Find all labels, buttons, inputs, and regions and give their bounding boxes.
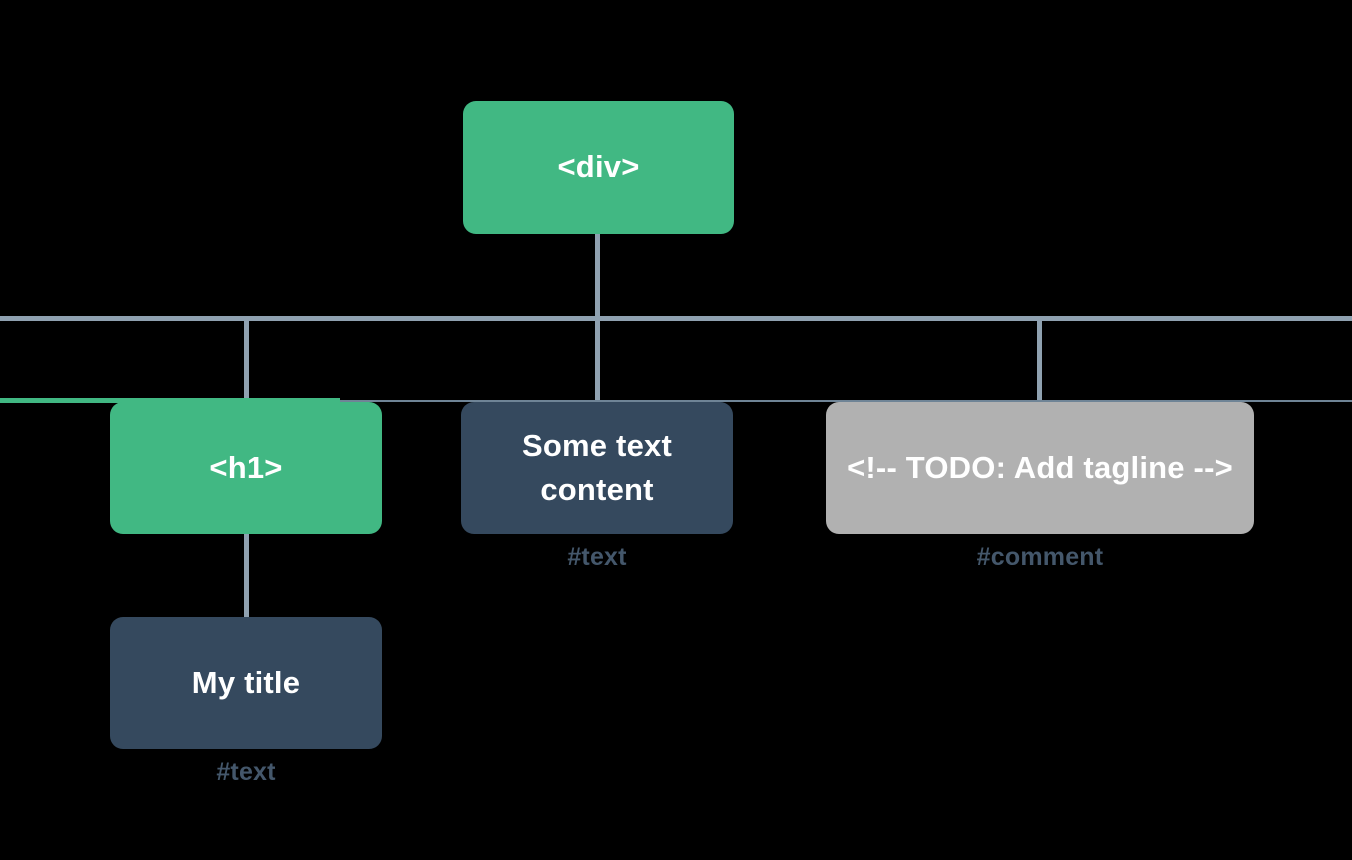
node-todo-comment-text: <!-- TODO: Add tagline -->: [847, 449, 1233, 485]
node-some-text[interactable]: Some text content: [461, 402, 733, 534]
node-some-text-text: Some text content: [522, 427, 672, 507]
edge-to-h1: [244, 316, 249, 406]
edge-child-row-rule: [0, 400, 1352, 402]
edge-to-comment: [1037, 316, 1042, 406]
node-my-title-text: My title: [191, 664, 301, 700]
node-root-div-text: <div>: [557, 149, 640, 185]
node-h1-text: <h1>: [209, 449, 283, 485]
edge-horizontal-bus: [0, 316, 1352, 321]
node-my-title-caption: #text: [216, 758, 276, 786]
node-some-text-caption: #text: [567, 543, 627, 571]
edge-child-row-accent: [0, 398, 340, 403]
node-root-div[interactable]: <div>: [463, 101, 734, 234]
edge-h1-to-my-title: [244, 534, 249, 622]
node-h1[interactable]: <h1>: [110, 402, 382, 534]
node-todo-comment[interactable]: <!-- TODO: Add tagline -->: [826, 402, 1254, 534]
node-my-title[interactable]: My title: [110, 617, 382, 749]
node-todo-comment-caption: #comment: [976, 543, 1104, 571]
edge-to-some-text: [595, 316, 600, 406]
edge-root-trunk: [595, 234, 600, 320]
